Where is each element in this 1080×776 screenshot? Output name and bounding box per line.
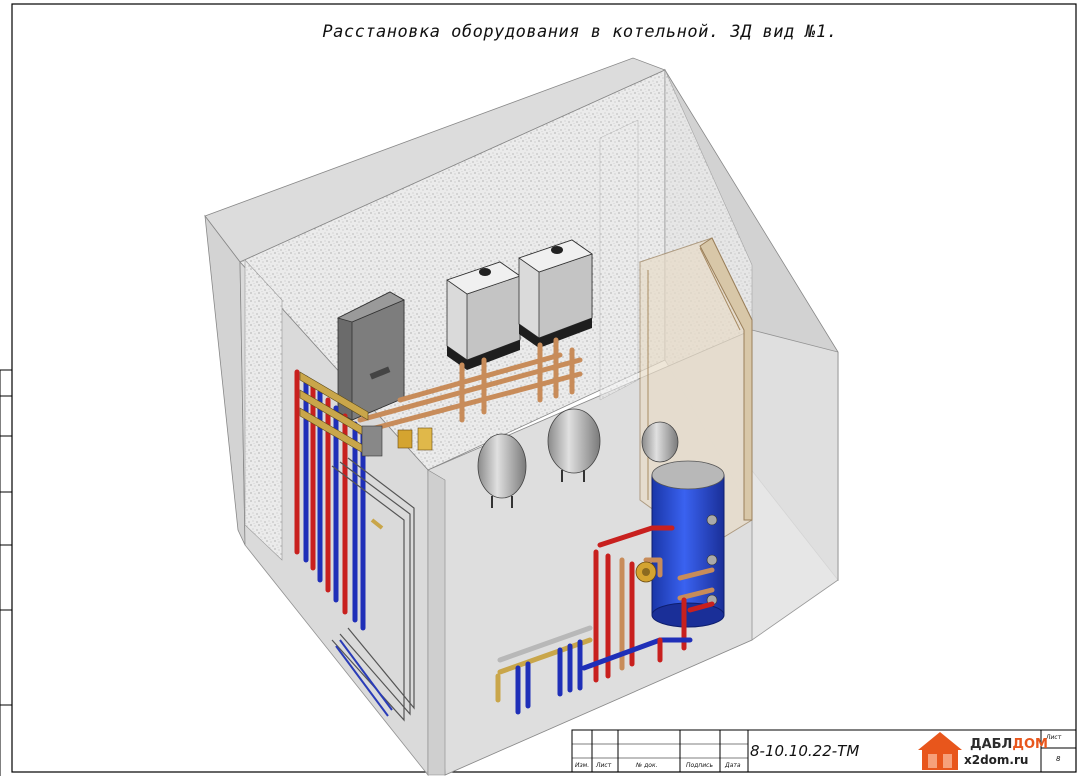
logo-url: x2dom.ru bbox=[964, 753, 1029, 767]
col-label-izm: Изм. bbox=[575, 762, 590, 769]
page-title: Расстановка оборудования в котельной. 3Д… bbox=[322, 22, 838, 42]
boiler-1 bbox=[446, 261, 521, 370]
circulation-pump bbox=[635, 561, 657, 583]
expansion-tank-1 bbox=[477, 433, 527, 508]
sheet-frame bbox=[11, 3, 1077, 773]
sheet-label: Лист bbox=[1046, 734, 1062, 741]
col-label-date: Дата bbox=[725, 762, 741, 769]
logo-house-icon bbox=[918, 732, 962, 770]
sheet-number: 8 bbox=[1056, 755, 1061, 763]
tank-piping bbox=[581, 525, 715, 683]
left-manifold-headers bbox=[299, 371, 433, 457]
copper-pipes bbox=[357, 337, 583, 435]
drawing-code: 8-10.10.22-ТМ bbox=[750, 742, 860, 760]
col-label-list: Лист bbox=[596, 762, 612, 769]
col-label-signature: Подпись bbox=[686, 762, 713, 769]
boiler-2 bbox=[518, 239, 593, 348]
logo-name-part1: ДАБЛ bbox=[970, 737, 1013, 752]
left-door-frame bbox=[331, 457, 415, 722]
storage-tank bbox=[651, 460, 725, 628]
logo-name: ДАБЛДОМ bbox=[970, 737, 1048, 752]
logo-name-part2: ДОМ bbox=[1012, 737, 1048, 752]
title-block bbox=[571, 729, 1077, 773]
expansion-tank-2 bbox=[547, 408, 601, 482]
floor-manifold bbox=[495, 625, 593, 715]
small-expansion-vessel bbox=[641, 421, 679, 463]
col-label-doc-number: № док. bbox=[636, 762, 658, 769]
